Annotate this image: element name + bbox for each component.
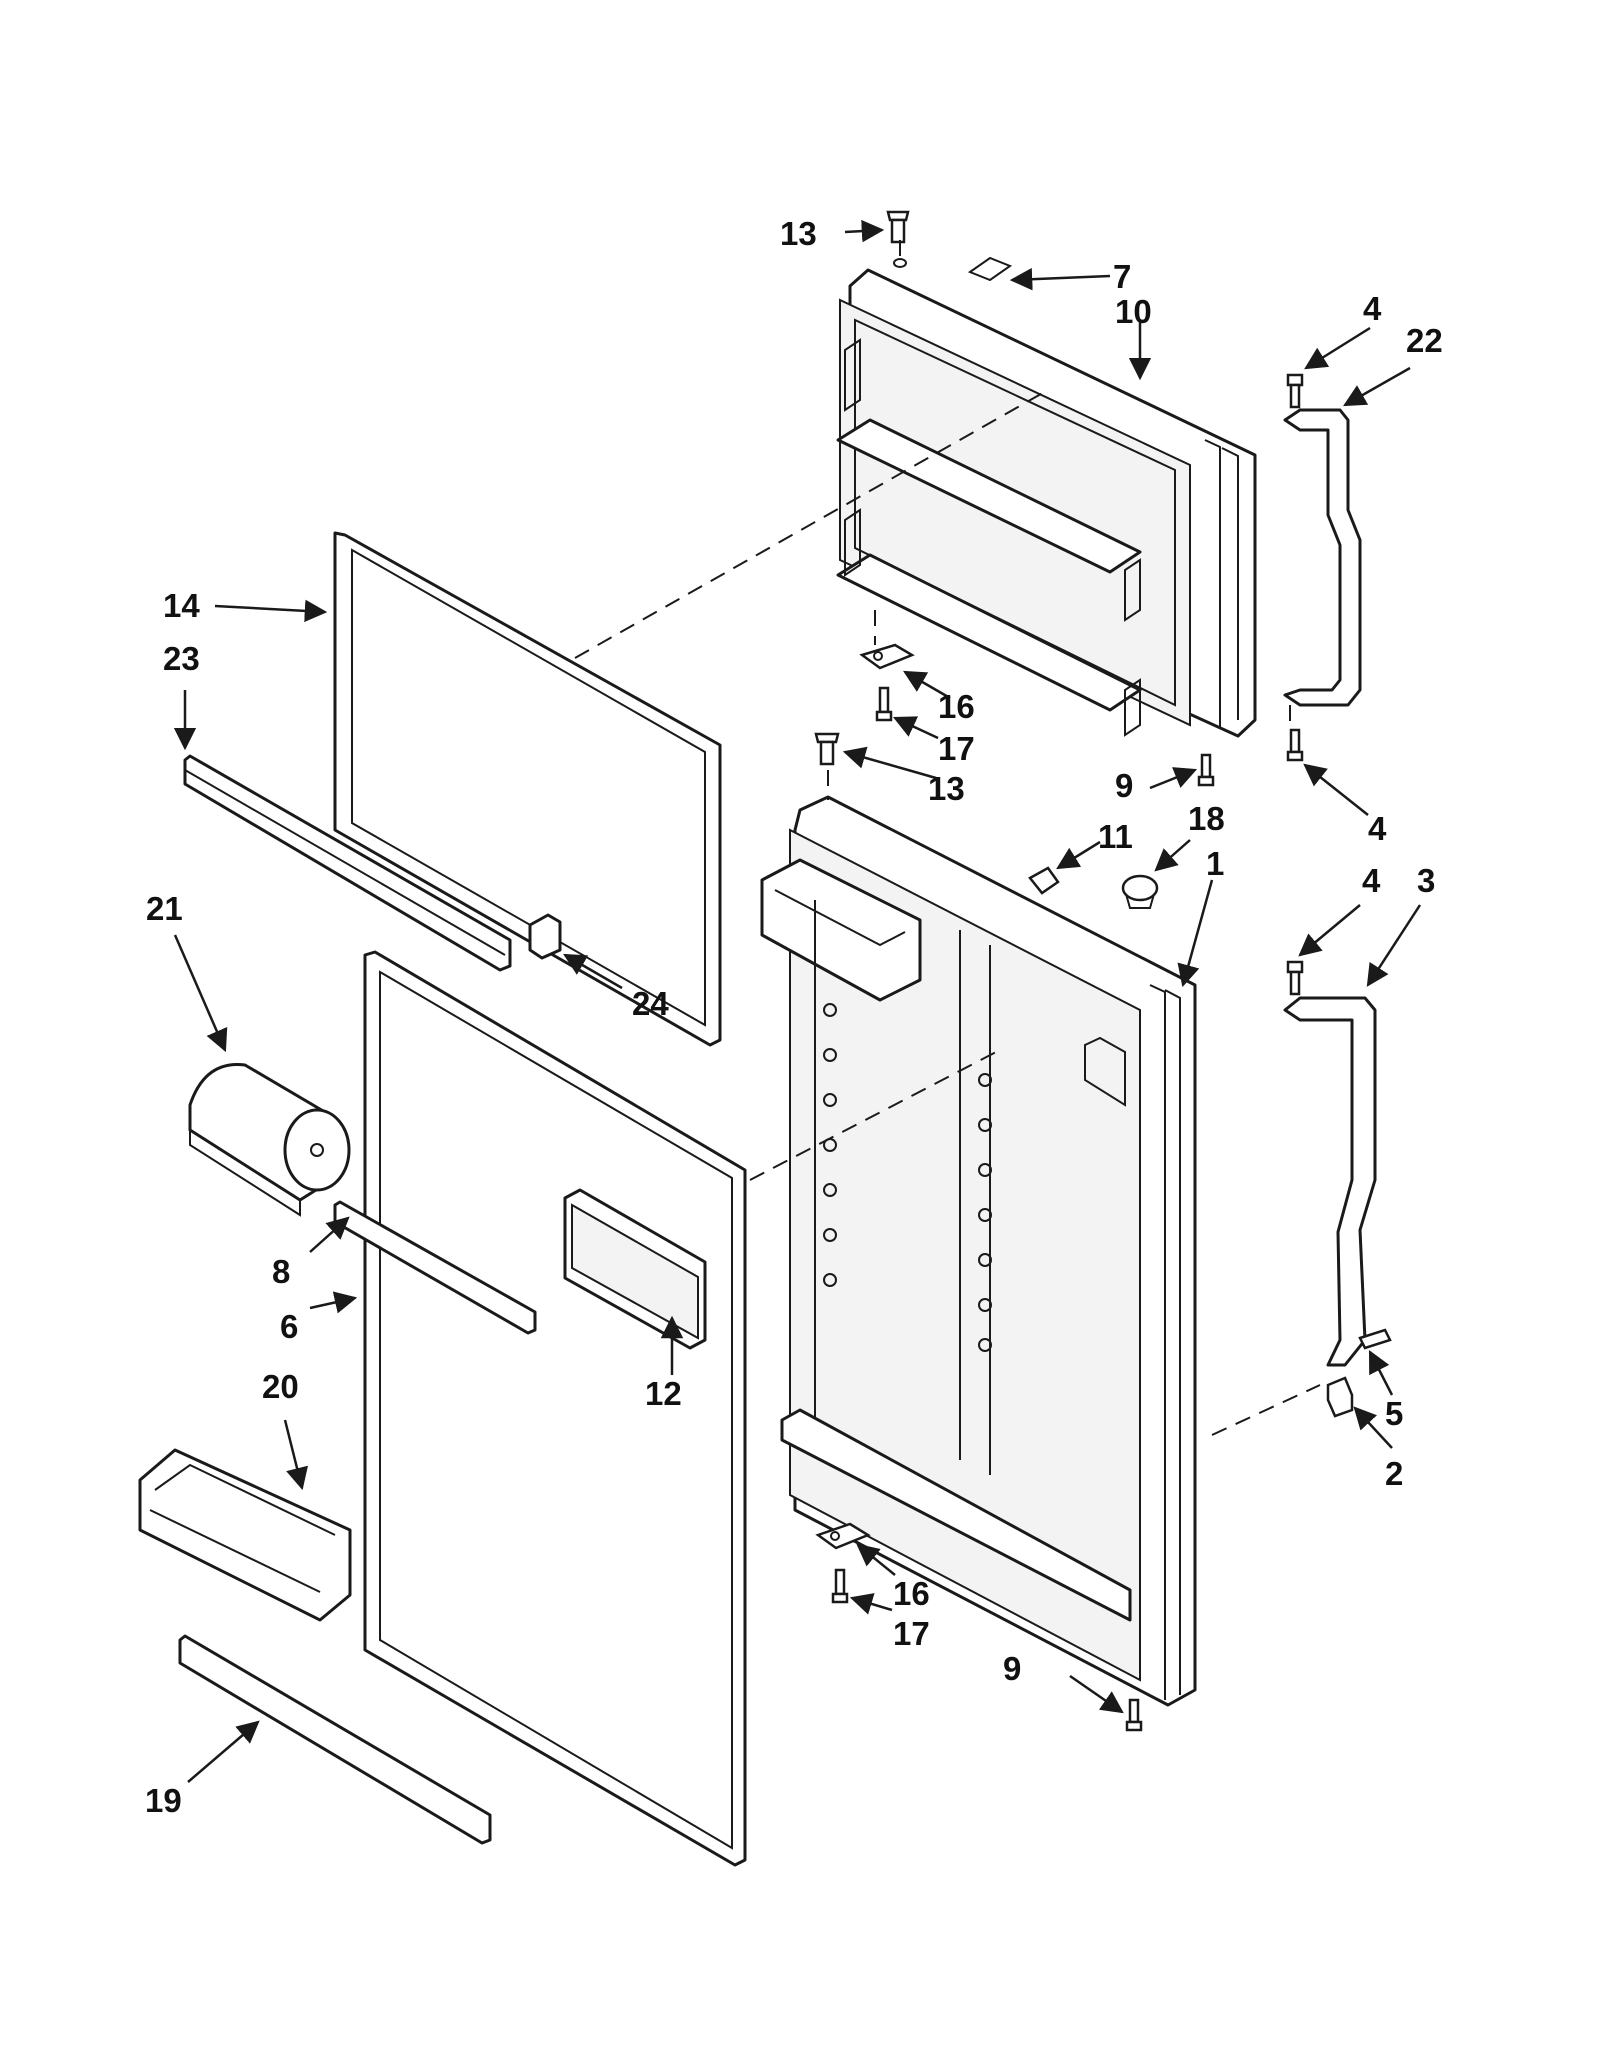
callout-17-top: 17 (938, 730, 975, 767)
screw-9-fresh-food (1125, 1698, 1143, 1732)
callout-3: 3 (1417, 862, 1435, 899)
dairy-compartment-door (188, 1063, 351, 1217)
callout-24: 24 (632, 985, 669, 1022)
callout-10: 10 (1115, 293, 1152, 330)
refrigerator-door-handle (1283, 996, 1377, 1367)
callout-12: 12 (645, 1375, 682, 1412)
freezer-shelf-strip (183, 754, 512, 972)
callout-7: 7 (1113, 258, 1131, 295)
callout-16-top: 16 (938, 688, 975, 725)
screw-3-top (1286, 960, 1304, 996)
refrigerator-door-shelf-studs (823, 1003, 992, 1352)
leader-lines (173, 219, 1422, 1783)
freezer-door-handle (1283, 408, 1362, 707)
freezer-door-gasket (333, 531, 722, 1047)
door-bin (138, 1448, 352, 1622)
plug-11 (1028, 866, 1060, 895)
callout-labels: 13 7 10 4 22 14 23 16 17 13 9 4 11 18 1 … (145, 215, 1443, 1819)
callout-4-middle: 4 (1368, 810, 1387, 847)
callout-11: 11 (1098, 818, 1133, 855)
callout-9-top: 9 (1115, 767, 1133, 804)
screw-17-bottom (831, 1568, 849, 1604)
callout-4-lower: 4 (1362, 862, 1381, 899)
alignment-lines (574, 240, 1321, 1436)
callout-6: 6 (280, 1308, 298, 1345)
hinge-pin-middle (814, 732, 840, 766)
hinge-16-top (859, 643, 915, 670)
hinge-16-bottom (815, 1522, 871, 1550)
refrigerator-door-gasket (363, 950, 747, 1867)
screw-22-top (1286, 373, 1304, 409)
callout-9-bottom: 9 (1003, 1650, 1021, 1687)
callout-23: 23 (163, 640, 200, 677)
callout-16-bottom: 16 (893, 1575, 930, 1612)
shelf-clip (528, 913, 562, 960)
plug-18 (1121, 874, 1159, 909)
screw-17-top (875, 686, 893, 722)
refrigerator-door (760, 795, 1197, 1707)
callout-13-top: 13 (780, 215, 817, 252)
callout-20: 20 (262, 1368, 299, 1405)
callout-18: 18 (1188, 800, 1225, 837)
bottom-trim-strip (178, 1634, 492, 1845)
screw-22-bottom (1286, 728, 1304, 762)
bushing-2 (1326, 1376, 1354, 1418)
screw-9-freezer (1197, 753, 1215, 787)
hinge-pin-top (886, 210, 910, 244)
callout-17-bottom: 17 (893, 1615, 930, 1652)
freezer-door (836, 256, 1257, 738)
callout-19: 19 (145, 1782, 182, 1819)
callout-4-top: 4 (1363, 290, 1382, 327)
door-trim-badge (563, 1188, 707, 1350)
callout-14: 14 (163, 587, 200, 624)
callout-21: 21 (146, 890, 183, 927)
callout-13-middle: 13 (928, 770, 965, 807)
callout-2: 2 (1385, 1455, 1403, 1492)
screw-5 (1358, 1328, 1392, 1350)
callout-5: 5 (1385, 1395, 1403, 1432)
callout-1: 1 (1206, 845, 1224, 882)
callout-22: 22 (1406, 322, 1443, 359)
callout-8: 8 (272, 1253, 290, 1290)
